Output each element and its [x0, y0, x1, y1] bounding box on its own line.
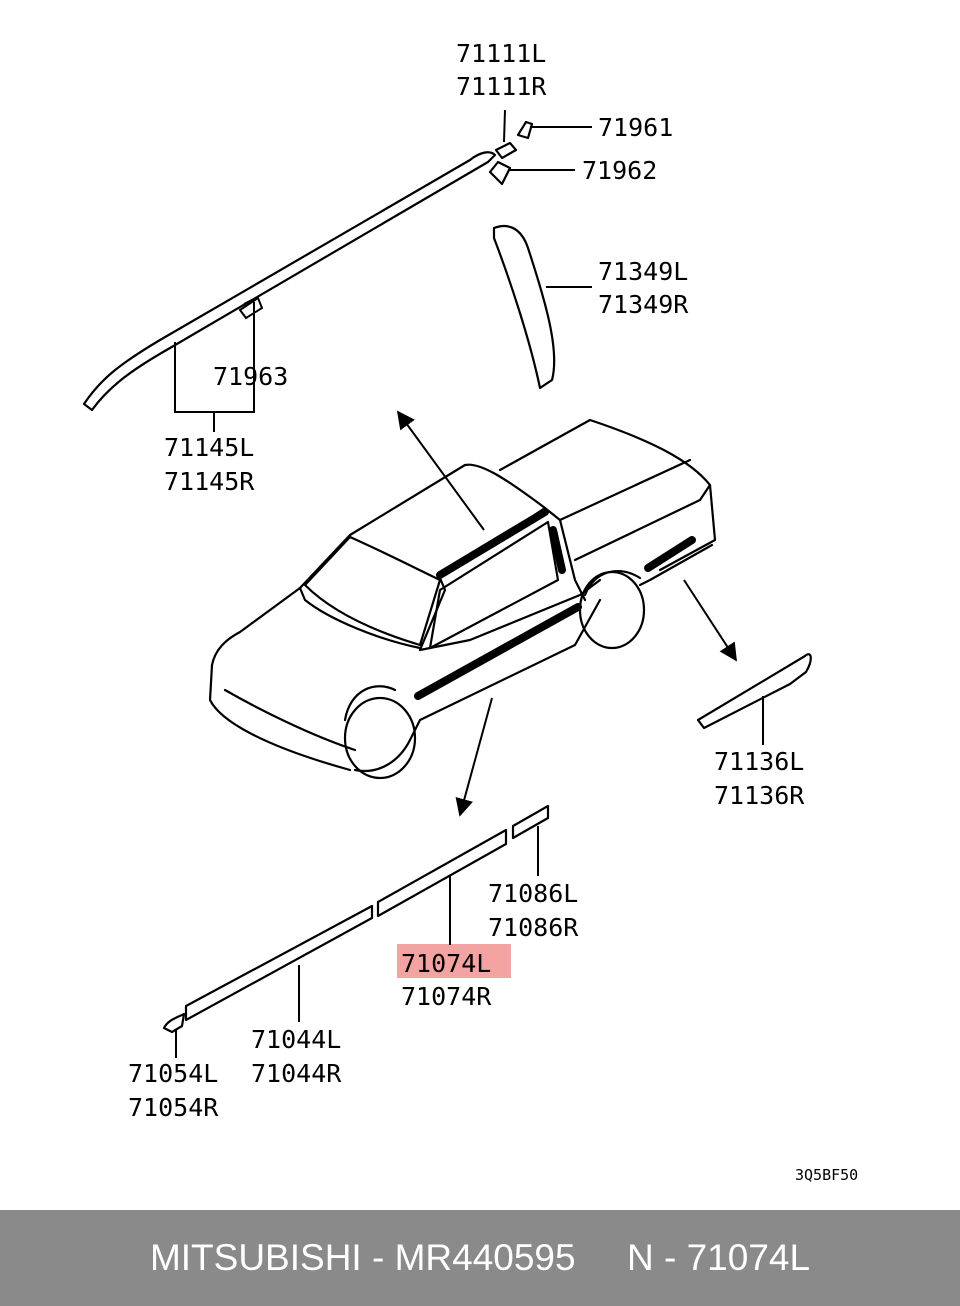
label-71145l: 71145L — [164, 433, 254, 462]
label-71136r: 71136R — [714, 781, 805, 810]
parts-diagram: 71111L 71111R 71961 71962 71349L 71349R … — [82, 39, 858, 1184]
label-71349r: 71349R — [598, 290, 689, 319]
clip-parts — [488, 109, 592, 186]
label-71145r: 71145R — [164, 467, 255, 496]
label-71111r: 71111R — [456, 72, 547, 101]
roof-moulding — [82, 151, 497, 412]
label-71111l: 71111L — [456, 39, 546, 68]
side-sill-mouldings — [162, 804, 550, 1058]
rear-side-moulding — [696, 653, 812, 745]
diagram-code: 3Q5BF50 — [795, 1166, 858, 1184]
label-71044r: 71044R — [251, 1059, 342, 1088]
callout-arrows — [396, 410, 737, 817]
label-71136l: 71136L — [714, 747, 804, 776]
label-71054r: 71054R — [128, 1093, 219, 1122]
label-71086r: 71086R — [488, 913, 579, 942]
label-71086l: 71086L — [488, 879, 578, 908]
footer-bar: MITSUBISHI - MR440595 N - 71074L — [0, 1210, 960, 1306]
pillar-moulding — [492, 224, 592, 390]
label-71962: 71962 — [582, 156, 657, 185]
vehicle-outline — [208, 418, 717, 780]
label-71074l: 71074L — [401, 949, 491, 978]
label-71074r: 71074R — [401, 982, 492, 1011]
roof-moulding-leaders — [174, 302, 255, 432]
label-71961: 71961 — [598, 113, 673, 142]
label-71044l: 71044L — [251, 1025, 341, 1054]
selected-part-highlight — [397, 944, 511, 978]
label-71349l: 71349L — [598, 257, 688, 286]
label-71963: 71963 — [213, 362, 288, 391]
label-71054l: 71054L — [128, 1059, 218, 1088]
footer-title: MITSUBISHI - MR440595 N - 71074L — [149, 1237, 811, 1278]
